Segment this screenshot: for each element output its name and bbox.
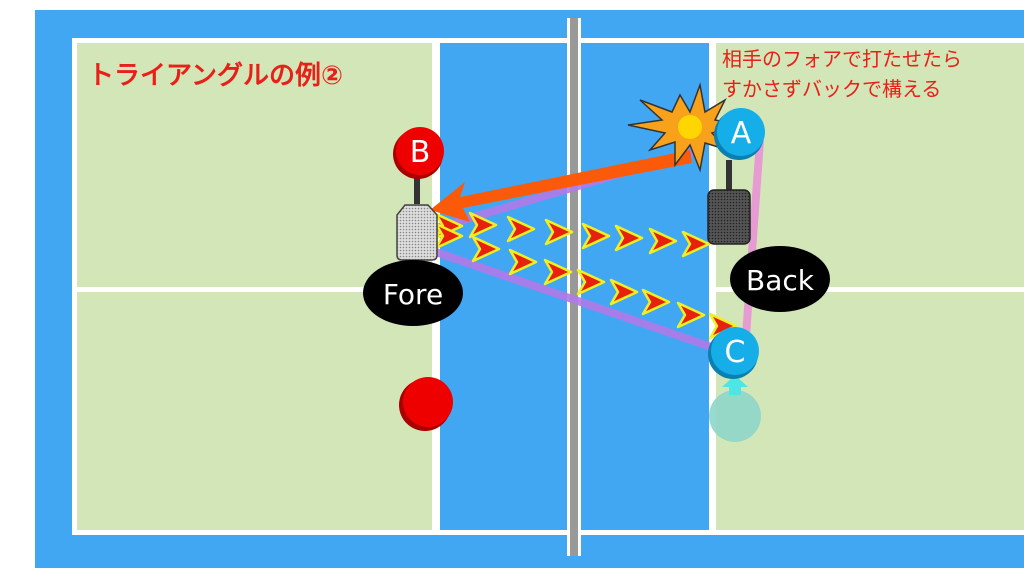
net-post xyxy=(570,18,578,556)
paddle-a-icon xyxy=(707,189,751,245)
move-up-arrow-icon xyxy=(722,375,748,395)
tip-line-2: すかさずバックで構える xyxy=(722,77,942,101)
tip-line-1: 相手のフォアで打たせたら xyxy=(722,47,962,71)
diagram-title: トライアングルの例② xyxy=(88,61,343,91)
shot-arrow xyxy=(430,150,692,222)
back-label-bubble xyxy=(730,246,830,312)
player-b-label: B xyxy=(410,135,431,170)
fore-label-bubble xyxy=(363,260,463,326)
back-label: Back xyxy=(746,264,815,297)
tip-note: 相手のフォアで打たせたら すかさずバックで構える xyxy=(722,44,962,104)
player-c xyxy=(711,327,759,375)
left-service-box-top xyxy=(77,43,432,287)
player-a xyxy=(717,108,765,156)
right-service-box-bottom xyxy=(716,292,1024,530)
left-service-box-bottom xyxy=(77,292,432,530)
player-c-label: C xyxy=(725,335,746,370)
paddle-b-handle xyxy=(414,176,420,204)
player-b xyxy=(396,127,444,175)
paddle-b-icon xyxy=(396,204,438,261)
player-a-label: A xyxy=(731,116,752,151)
move-path-a-c xyxy=(741,139,764,351)
right-service-box-top xyxy=(716,43,1024,287)
impact-core xyxy=(678,115,702,139)
player-c-previous-position xyxy=(709,390,761,442)
ball xyxy=(403,377,453,427)
path-b-c xyxy=(428,246,722,354)
paddle-a-handle xyxy=(726,160,732,192)
fore-label: Fore xyxy=(383,278,443,311)
